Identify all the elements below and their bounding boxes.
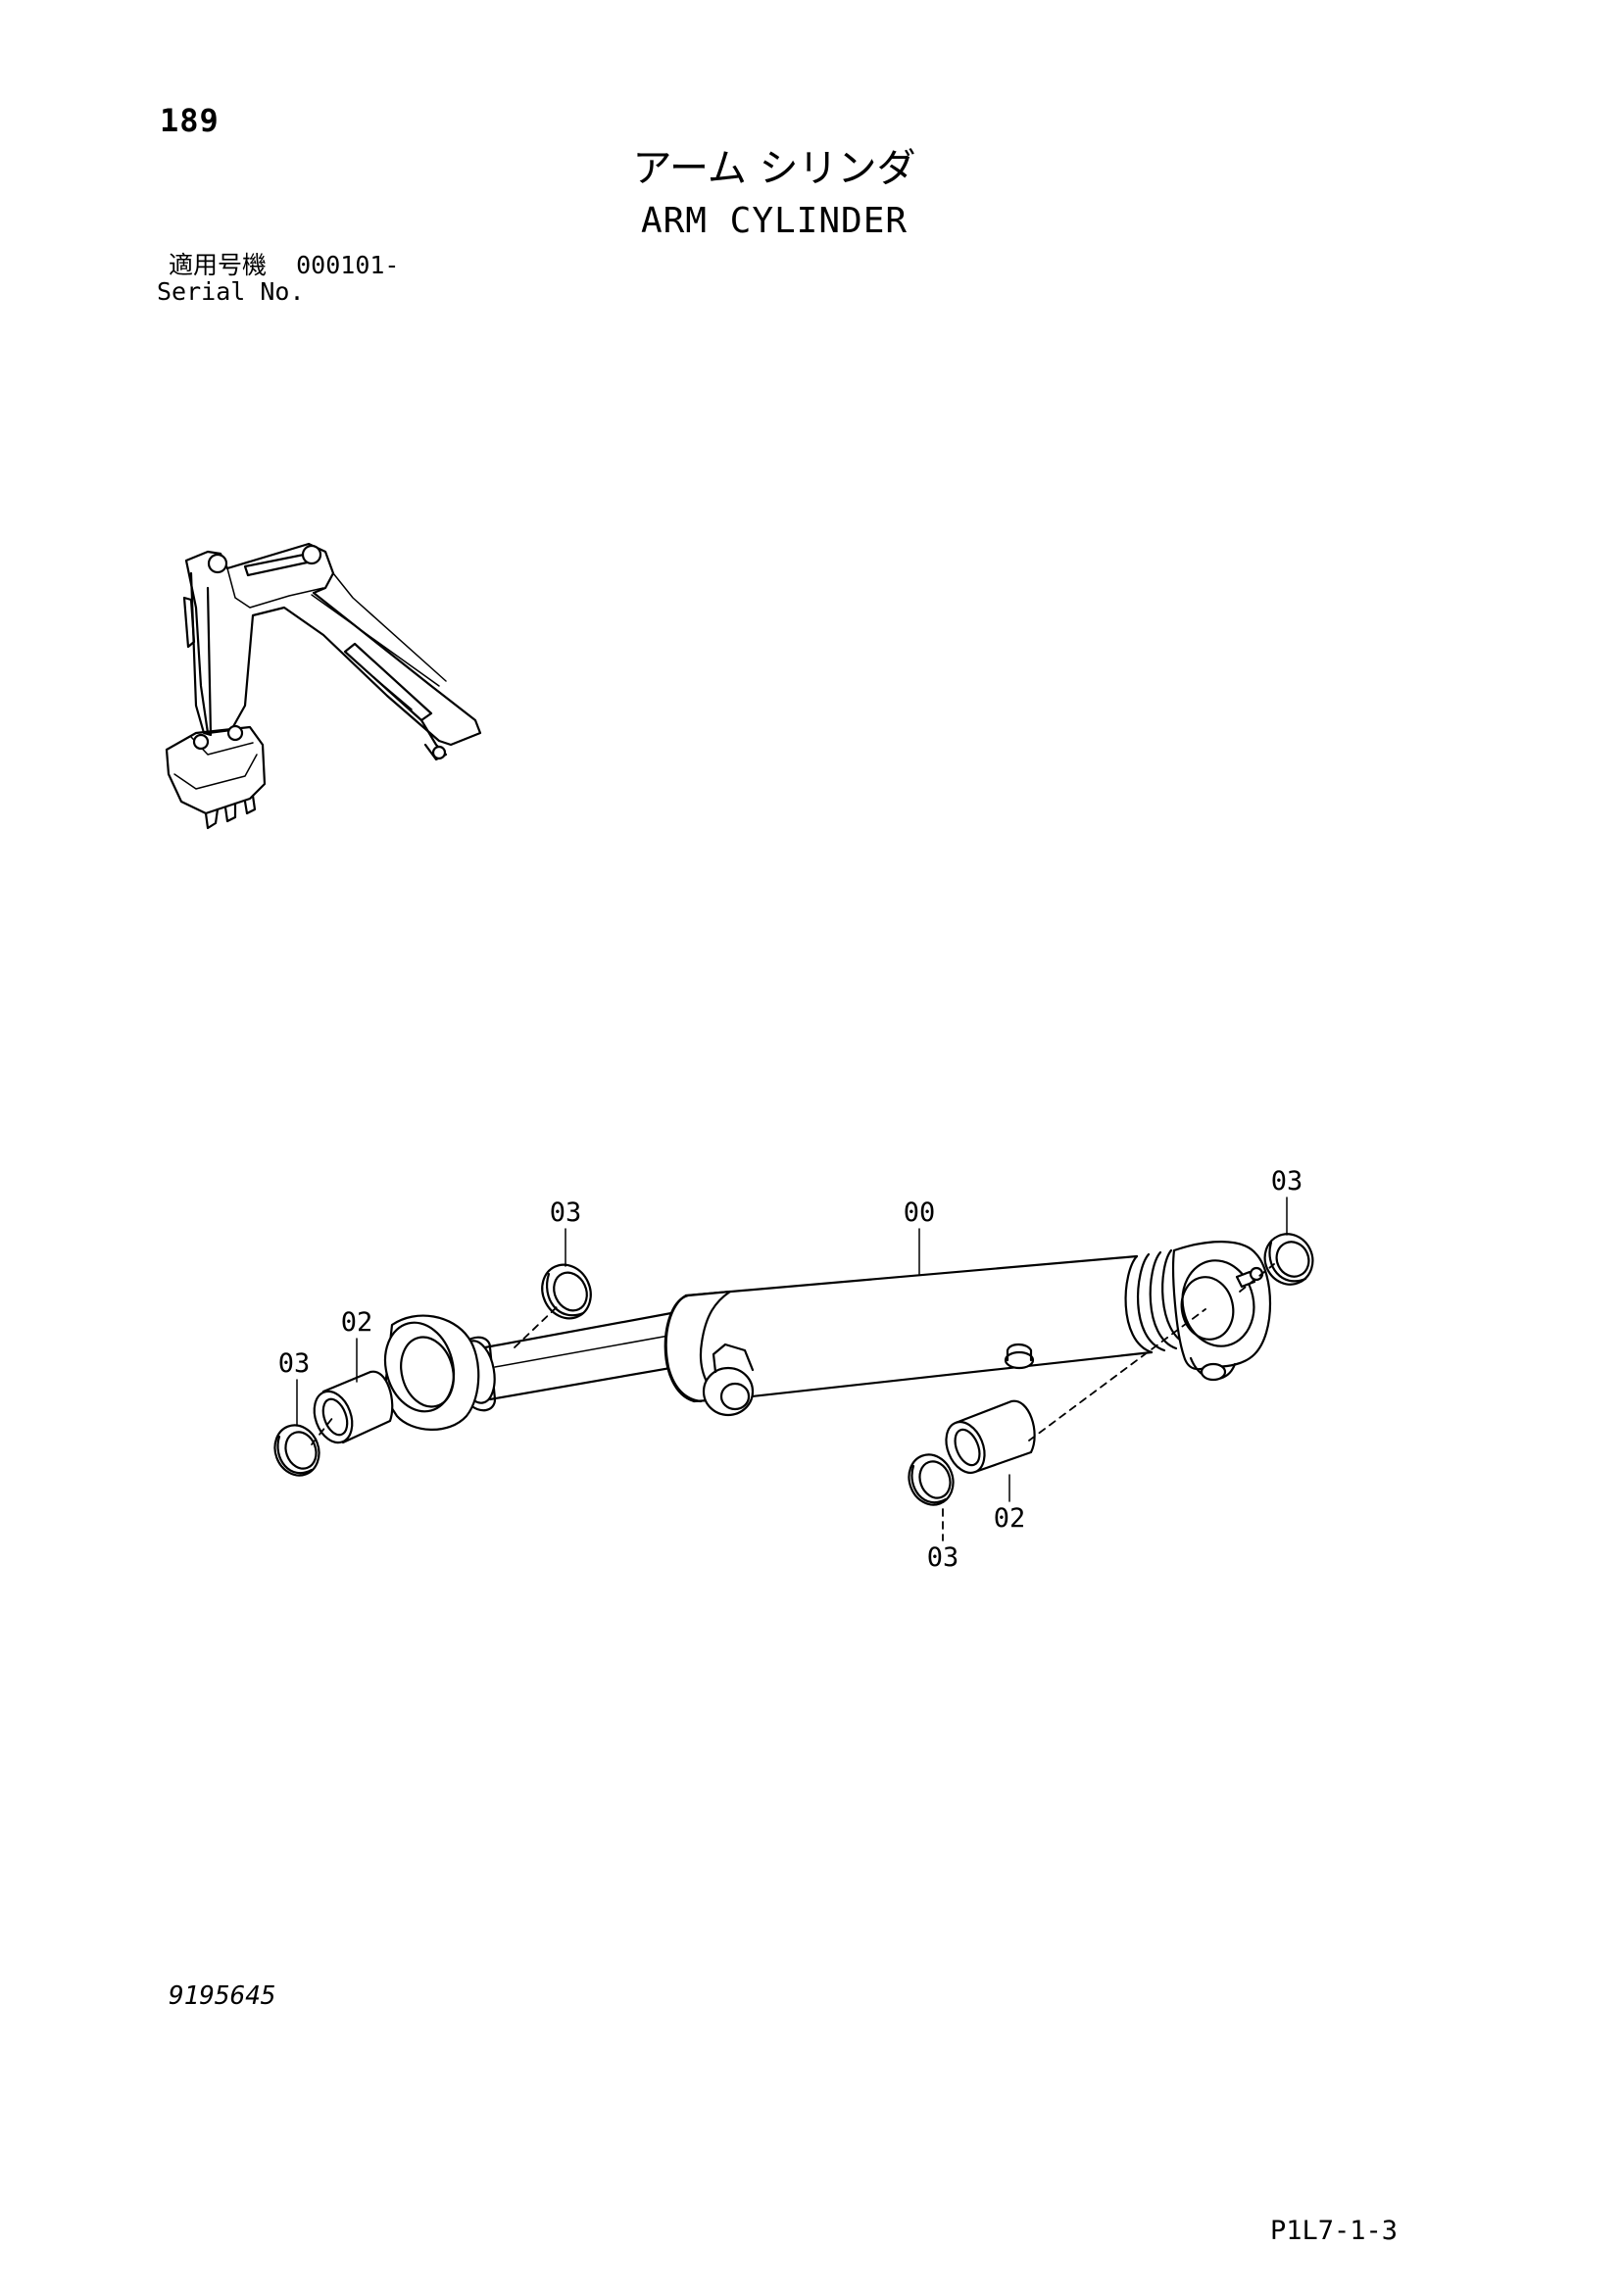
serial-value: 000101- <box>296 251 400 279</box>
callout-03-right-top: 03 <box>1271 1166 1303 1197</box>
title-english: ARM CYLINDER <box>640 201 909 241</box>
bushing-left <box>313 1370 394 1444</box>
leader-lines <box>296 1197 1288 1502</box>
center-lines <box>311 1263 1275 1541</box>
callout-03-right-bottom: 03 <box>927 1542 959 1573</box>
callout-00: 00 <box>904 1197 936 1228</box>
bushing-right <box>945 1399 1036 1475</box>
page-code: P1L7-1-3 <box>1270 2216 1399 2246</box>
seal-ring-right-top <box>1263 1233 1314 1286</box>
document-number: 9195645 <box>169 1981 276 2011</box>
seal-ring-right-bottom <box>908 1453 955 1506</box>
callout-03-left-outer: 03 <box>278 1348 311 1379</box>
seal-ring-left-outer <box>273 1424 320 1477</box>
serial-label-jp: 適用号機 <box>169 251 268 279</box>
excavator-locator-illustration <box>165 542 482 830</box>
callout-03-left-top: 03 <box>550 1197 582 1228</box>
page-number: 189 <box>160 102 220 139</box>
arm-cylinder-assembly <box>382 1241 1271 1431</box>
serial-range-japanese: 適用号機 000101- <box>169 253 399 277</box>
title-japanese: アーム シリンダ <box>632 146 916 191</box>
callout-02-left: 02 <box>341 1307 373 1338</box>
seal-ring-left-top <box>541 1263 592 1320</box>
callout-02-right: 02 <box>994 1503 1026 1534</box>
serial-label-english: Serial No. <box>157 277 305 306</box>
